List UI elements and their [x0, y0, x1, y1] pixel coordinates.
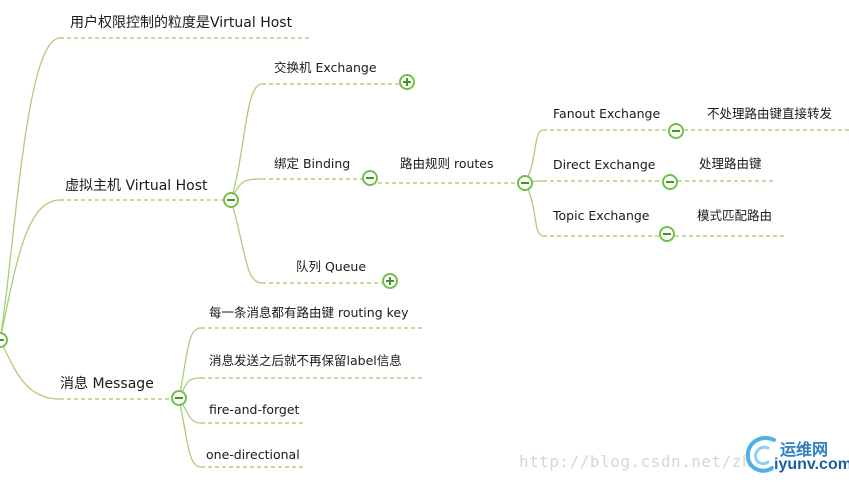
connector-topic — [524, 182, 544, 237]
exchange-expand-toggle[interactable] — [399, 74, 415, 90]
connector-message — [0, 339, 61, 400]
connector-queue — [230, 199, 263, 284]
node-direct-exchange: Direct Exchange — [553, 157, 656, 172]
virtual-host-collapse-toggle[interactable] — [223, 192, 239, 208]
logo-swirl-icon — [745, 436, 776, 473]
binding-collapse-toggle[interactable] — [362, 170, 378, 186]
logo-en-text: iyunv.com — [774, 456, 849, 473]
node-queue: 队列 Queue — [296, 259, 367, 274]
logo-cn-text: 运维网 — [780, 440, 829, 459]
node-routes: 路由规则 routes — [400, 156, 494, 171]
node-topic-note: 模式匹配路由 — [697, 208, 773, 223]
node-msg-one-directional: one-directional — [206, 447, 300, 462]
site-logo: 运维网 iyunv.com — [740, 432, 849, 478]
connector-vhost — [0, 199, 61, 341]
node-message: 消息 Message — [60, 376, 154, 392]
node-virtual-host: 虚拟主机 Virtual Host — [65, 178, 208, 194]
node-fanout-exchange: Fanout Exchange — [553, 106, 661, 121]
node-exchange: 交换机 Exchange — [274, 60, 377, 75]
node-binding: 绑定 Binding — [274, 156, 351, 171]
node-msg-no-label: 消息发送之后就不再保留label信息 — [209, 353, 402, 368]
node-msg-fire-and-forget: fire-and-forget — [209, 402, 300, 417]
node-msg-routing-key: 每一条消息都有路由键 routing key — [209, 305, 409, 320]
connector-granularity — [0, 37, 61, 341]
fanout-collapse-toggle[interactable] — [668, 123, 684, 139]
message-collapse-toggle[interactable] — [171, 390, 187, 406]
connector-msg-item4 — [178, 398, 202, 468]
node-fanout-note: 不处理路由键直接转发 — [707, 106, 833, 121]
topic-collapse-toggle[interactable] — [659, 226, 675, 242]
queue-expand-toggle[interactable] — [382, 273, 398, 289]
node-granularity: 用户权限控制的粒度是Virtual Host — [70, 15, 293, 31]
connector-exchange — [230, 83, 263, 201]
connector-msg-item1 — [178, 327, 202, 400]
routes-collapse-toggle[interactable] — [517, 175, 533, 191]
node-direct-note: 处理路由键 — [699, 156, 762, 171]
direct-collapse-toggle[interactable] — [662, 174, 678, 190]
node-topic-exchange: Topic Exchange — [553, 208, 650, 223]
dashed-underlines — [60, 37, 849, 468]
watermark-url: http://blog.csdn.net/zh — [519, 452, 753, 471]
